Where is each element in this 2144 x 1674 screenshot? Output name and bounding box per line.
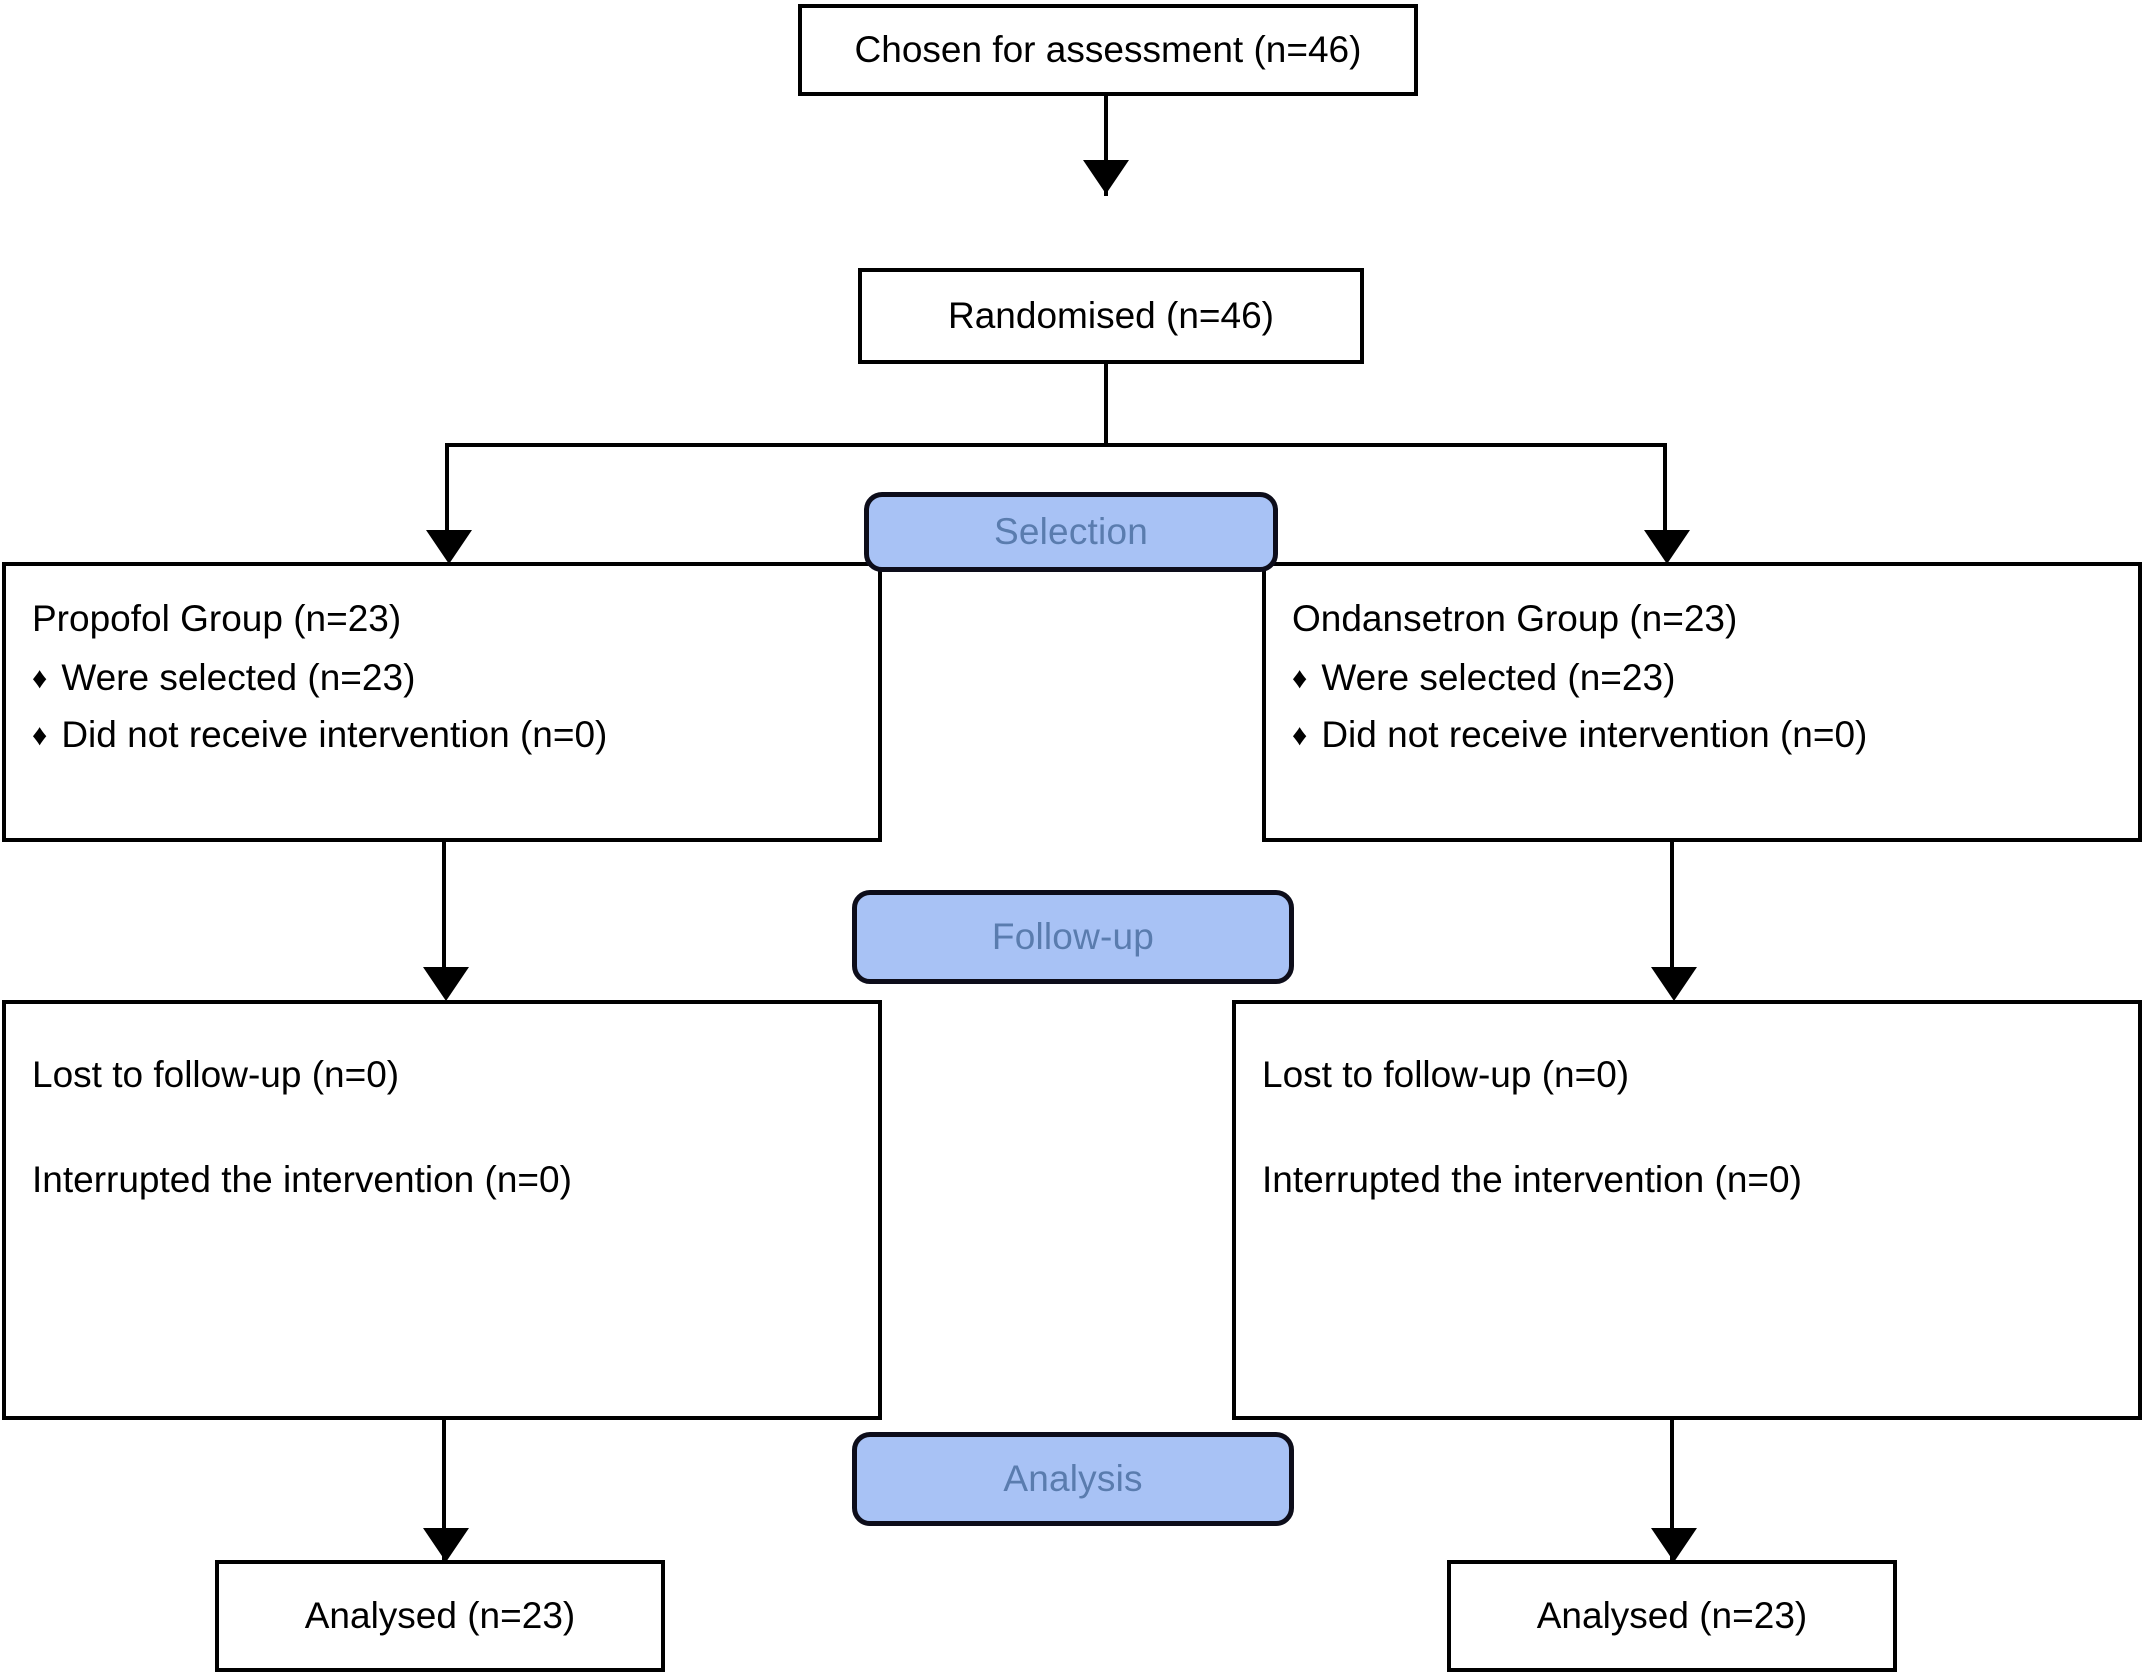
randomised-label: Randomised (n=46) <box>948 295 1274 337</box>
stage-label-selection: Selection <box>864 492 1278 572</box>
stage-label-followup: Follow-up <box>852 890 1294 984</box>
ondansetron-bullet-2: ♦ Did not receive intervention (n=0) <box>1292 712 2112 757</box>
arrowhead-left-allocation-to-followup <box>423 967 469 1001</box>
left-followup-line-2: Interrupted the intervention (n=0) <box>32 1159 572 1201</box>
node-ondansetron-group: Ondansetron Group (n=23) ♦ Were selected… <box>1262 562 2142 842</box>
chosen-for-assessment-label: Chosen for assessment (n=46) <box>854 29 1362 71</box>
stage-label-analysis-text: Analysis <box>1003 1458 1143 1499</box>
propofol-bullet-2: ♦ Did not receive intervention (n=0) <box>32 712 852 757</box>
propofol-group-title: Propofol Group (n=23) <box>32 598 402 639</box>
node-left-analysed: Analysed (n=23) <box>215 1560 665 1672</box>
left-followup-spacer <box>32 1097 852 1157</box>
stage-label-followup-text: Follow-up <box>991 916 1155 957</box>
connector-split-right-drop <box>1663 443 1667 533</box>
node-propofol-group: Propofol Group (n=23) ♦ Were selected (n… <box>2 562 882 842</box>
diamond-bullet-icon: ♦ <box>1292 719 1308 753</box>
connector-split-horizontal <box>445 443 1667 447</box>
right-followup-spacer <box>1262 1097 2112 1157</box>
node-right-analysed: Analysed (n=23) <box>1447 1560 1897 1672</box>
arrowhead-left-followup-to-analysis <box>423 1528 469 1562</box>
arrowhead-right-allocation-to-followup <box>1651 967 1697 1001</box>
node-left-followup: Lost to follow-up (n=0) Interrupted the … <box>2 1000 882 1420</box>
connector-left-allocation-to-followup <box>442 842 446 977</box>
stage-label-selection-text: Selection <box>993 511 1148 552</box>
propofol-bullet-2-text: Did not receive intervention (n=0) <box>61 714 608 756</box>
ondansetron-bullet-1-text: Were selected (n=23) <box>1321 657 1676 699</box>
propofol-bullet-1: ♦ Were selected (n=23) <box>32 655 852 700</box>
connector-left-followup-to-analysis <box>442 1420 446 1562</box>
diamond-bullet-icon: ♦ <box>32 719 48 753</box>
diamond-bullet-icon: ♦ <box>32 662 48 696</box>
left-followup-line-1: Lost to follow-up (n=0) <box>32 1054 400 1095</box>
right-followup-line-2: Interrupted the intervention (n=0) <box>1262 1159 1802 1201</box>
arrowhead-right-followup-to-analysis <box>1651 1528 1697 1562</box>
connector-randomised-stem <box>1104 364 1108 447</box>
left-analysed-label: Analysed (n=23) <box>304 1595 576 1637</box>
node-chosen-for-assessment: Chosen for assessment (n=46) <box>798 4 1418 96</box>
connector-right-allocation-to-followup <box>1670 842 1674 977</box>
propofol-bullet-1-text: Were selected (n=23) <box>61 657 416 699</box>
arrowhead-split-left <box>426 530 472 564</box>
node-right-followup: Lost to follow-up (n=0) Interrupted the … <box>1232 1000 2142 1420</box>
right-followup-line-1: Lost to follow-up (n=0) <box>1262 1054 1630 1095</box>
ondansetron-bullet-2-text: Did not receive intervention (n=0) <box>1321 714 1868 756</box>
ondansetron-group-title: Ondansetron Group (n=23) <box>1292 598 1738 639</box>
connector-enrollment-to-randomised <box>1104 96 1108 196</box>
connector-right-followup-to-analysis <box>1670 1420 1674 1562</box>
ondansetron-bullet-1: ♦ Were selected (n=23) <box>1292 655 2112 700</box>
arrowhead-enrollment-to-randomised <box>1083 160 1129 194</box>
right-analysed-label: Analysed (n=23) <box>1536 1595 1808 1637</box>
stage-label-analysis: Analysis <box>852 1432 1294 1526</box>
node-randomised: Randomised (n=46) <box>858 268 1364 364</box>
diamond-bullet-icon: ♦ <box>1292 662 1308 696</box>
arrowhead-split-right <box>1644 530 1690 564</box>
connector-split-left-drop <box>445 443 449 533</box>
